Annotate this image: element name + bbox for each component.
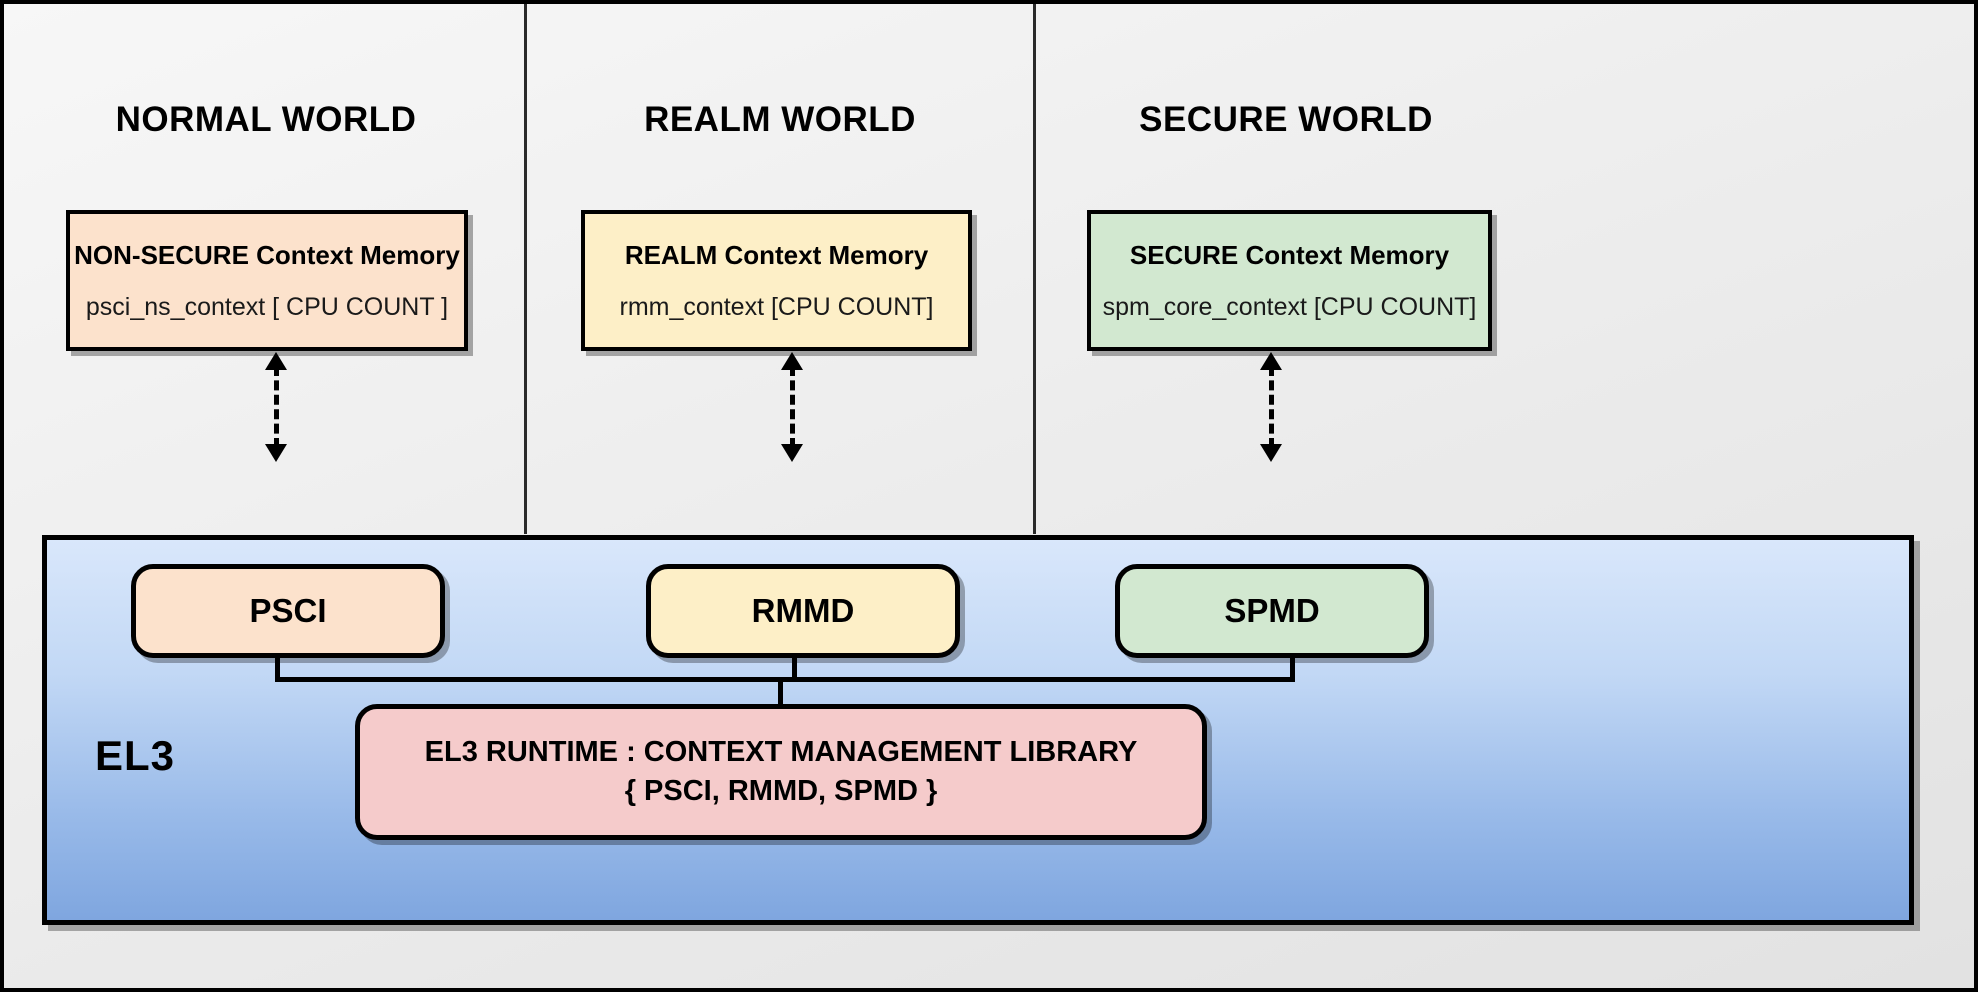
bidirectional-arrow-normal <box>265 352 287 462</box>
arrow-head-up-icon <box>781 352 803 370</box>
context-memory-title-realm: REALM Context Memory <box>624 239 929 270</box>
dispatcher-box-spmd[interactable]: SPMD <box>1115 564 1429 658</box>
world-title-realm: REALM WORLD <box>644 100 916 139</box>
connector-stub-psci <box>275 644 280 680</box>
arrow-stem <box>790 366 795 448</box>
world-columns: NORMAL WORLD REALM WORLD SECURE WORLD <box>8 4 1974 534</box>
arrow-head-up-icon <box>1260 352 1282 370</box>
context-memory-subtitle-non-secure: psci_ns_context [ CPU COUNT ] <box>85 292 449 321</box>
connector-rail-horizontal <box>275 677 1295 682</box>
context-memory-box-non-secure: NON-SECURE Context Memory psci_ns_contex… <box>66 210 468 351</box>
runtime-library-line-2: { PSCI, RMMD, SPMD } <box>624 775 938 807</box>
dispatcher-label-spmd: SPMD <box>1224 592 1320 629</box>
context-memory-box-secure: SECURE Context Memory spm_core_context [… <box>1087 210 1492 351</box>
connector-drop-runtime <box>778 677 783 707</box>
arrow-head-up-icon <box>265 352 287 370</box>
dispatcher-box-psci[interactable]: PSCI <box>131 564 445 658</box>
connector-stub-spmd <box>1290 644 1295 680</box>
el3-runtime-library-box[interactable]: EL3 RUNTIME : CONTEXT MANAGEMENT LIBRARY… <box>355 704 1207 840</box>
el3-panel: EL3 PSCI RMMD SPMD EL3 RUNTIME : CONTEXT… <box>42 535 1914 925</box>
context-memory-subtitle-realm: rmm_context [CPU COUNT] <box>619 292 934 321</box>
bidirectional-arrow-realm <box>781 352 803 462</box>
context-memory-box-realm: REALM Context Memory rmm_context [CPU CO… <box>581 210 972 351</box>
arrow-head-down-icon <box>1260 444 1282 462</box>
context-memory-title-secure: SECURE Context Memory <box>1129 239 1450 270</box>
dispatcher-box-rmmd[interactable]: RMMD <box>646 564 960 658</box>
runtime-library-line-1: EL3 RUNTIME : CONTEXT MANAGEMENT LIBRARY <box>424 735 1138 768</box>
world-title-secure: SECURE WORLD <box>1139 100 1433 139</box>
dispatcher-label-psci: PSCI <box>249 592 327 629</box>
world-column-secure: SECURE WORLD <box>1036 4 1974 534</box>
bidirectional-arrow-secure <box>1260 352 1282 462</box>
arrow-head-down-icon <box>781 444 803 462</box>
arrow-stem <box>1269 366 1274 448</box>
context-memory-title-non-secure: NON-SECURE Context Memory <box>74 239 460 270</box>
el3-label: EL3 <box>95 732 176 779</box>
world-title-normal: NORMAL WORLD <box>115 100 417 139</box>
dispatcher-label-rmmd: RMMD <box>751 592 855 629</box>
arrow-stem <box>274 366 279 448</box>
context-memory-subtitle-secure: spm_core_context [CPU COUNT] <box>1102 292 1477 321</box>
world-column-realm: REALM WORLD <box>527 4 1036 534</box>
world-column-normal: NORMAL WORLD <box>8 4 527 534</box>
connector-stub-rmmd <box>792 644 797 680</box>
arrow-head-down-icon <box>265 444 287 462</box>
